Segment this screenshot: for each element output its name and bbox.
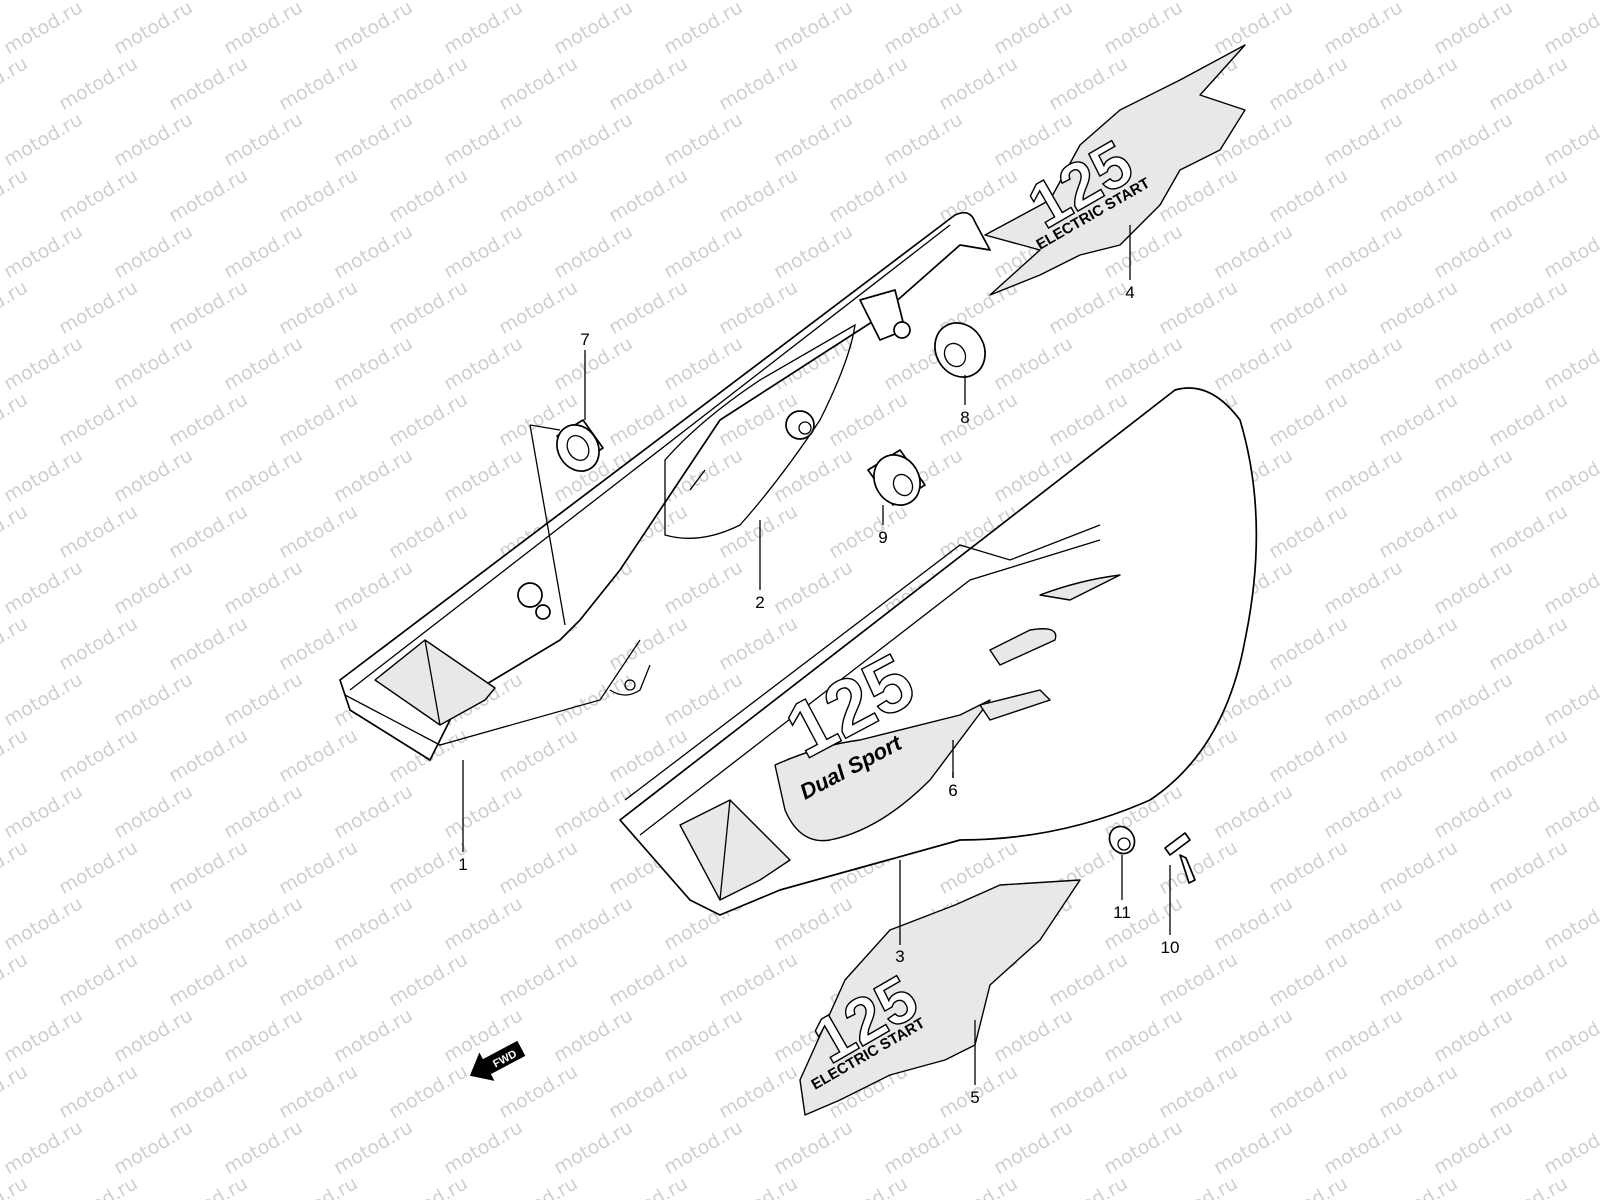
callout-2: 2 xyxy=(755,593,764,612)
fwd-arrow-icon: FWD xyxy=(469,1040,526,1081)
callout-4: 4 xyxy=(1125,283,1134,302)
callout-labels: 1 2 3 4 5 6 7 8 9 10 11 xyxy=(458,283,1179,1107)
part-3-frame-cover-right[interactable] xyxy=(619,387,1258,916)
callout-10: 10 xyxy=(1161,938,1180,957)
part-2-inner-panel[interactable] xyxy=(517,289,911,620)
part-4-decal-upper[interactable]: 125 ELECTRIC START xyxy=(984,44,1246,296)
callout-5: 5 xyxy=(970,1088,979,1107)
part-9-collar[interactable] xyxy=(865,446,929,513)
part-11-nut[interactable] xyxy=(1105,822,1140,858)
callout-8: 8 xyxy=(960,408,969,427)
part-7-grommet[interactable] xyxy=(549,417,608,479)
callout-1: 1 xyxy=(458,855,467,874)
callout-6: 6 xyxy=(948,781,957,800)
callout-11: 11 xyxy=(1113,903,1131,922)
leader-lines xyxy=(462,225,1171,1085)
fwd-arrow-label: FWD xyxy=(491,1048,519,1070)
part-5-decal-lower[interactable]: 125 ELECTRIC START xyxy=(799,879,1081,1116)
part-10-bolt[interactable] xyxy=(1164,832,1196,884)
callout-3: 3 xyxy=(895,947,904,966)
callout-7: 7 xyxy=(580,330,589,349)
part-8-grommet[interactable] xyxy=(925,314,995,386)
callout-9: 9 xyxy=(878,528,887,547)
